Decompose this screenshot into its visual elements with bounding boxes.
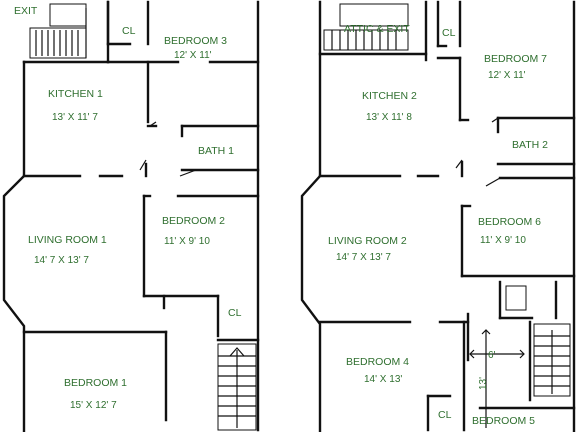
room-label: LIVING ROOM 2 bbox=[328, 235, 407, 247]
room-label: BEDROOM 6 bbox=[478, 216, 541, 228]
room-label: ATTIC & EXIT bbox=[344, 23, 410, 35]
room-label: BEDROOM 5 bbox=[472, 415, 535, 427]
room-dims: 14' 7 X 13' 7 bbox=[336, 252, 391, 263]
room-dims: 14' X 13' bbox=[364, 374, 402, 385]
room-dims: 14' 7 X 13' 7 bbox=[34, 255, 89, 266]
dimension-label: 13' bbox=[478, 377, 489, 390]
room-label: BEDROOM 7 bbox=[484, 53, 547, 65]
room-label: LIVING ROOM 1 bbox=[28, 234, 107, 246]
unit-2-doors bbox=[455, 117, 501, 187]
room-label: KITCHEN 1 bbox=[48, 88, 103, 100]
room-label: CL bbox=[442, 27, 456, 39]
unit-1-doors bbox=[139, 121, 197, 177]
dimension-label: 6' bbox=[488, 350, 496, 361]
room-label: CL bbox=[228, 307, 242, 319]
unit-2-stairs bbox=[505, 285, 571, 397]
unit-1-stairs bbox=[217, 343, 257, 431]
unit-1-exit-stairs bbox=[29, 3, 87, 59]
room-label: BEDROOM 1 bbox=[64, 377, 127, 389]
room-label: KITCHEN 2 bbox=[362, 90, 417, 102]
room-label: EXIT bbox=[14, 5, 38, 17]
unit-2-attic-stairs bbox=[323, 3, 409, 51]
room-dims: 15' X 12' 7 bbox=[70, 400, 117, 411]
room-dims: 13' X 11' 8 bbox=[366, 112, 412, 123]
unit-2-walls bbox=[300, 0, 576, 432]
room-label: CL bbox=[438, 409, 452, 421]
room-label: BATH 2 bbox=[512, 139, 548, 151]
room-label: BEDROOM 4 bbox=[346, 356, 409, 368]
room-dims: 12' X 11' bbox=[488, 70, 526, 81]
room-label: BEDROOM 3 bbox=[164, 35, 227, 47]
room-label: BATH 1 bbox=[198, 145, 234, 157]
room-dims: 11' X 9' 10 bbox=[480, 235, 526, 246]
room-dims: 13' X 11' 7 bbox=[52, 112, 98, 123]
room-dims: 11' X 9' 10 bbox=[164, 236, 210, 247]
unit-1-walls bbox=[2, 0, 260, 432]
room-label: BEDROOM 2 bbox=[162, 215, 225, 227]
dimension-lines bbox=[469, 329, 525, 428]
room-dims: 12' X 11' bbox=[174, 50, 212, 61]
room-label: CL bbox=[122, 25, 136, 37]
